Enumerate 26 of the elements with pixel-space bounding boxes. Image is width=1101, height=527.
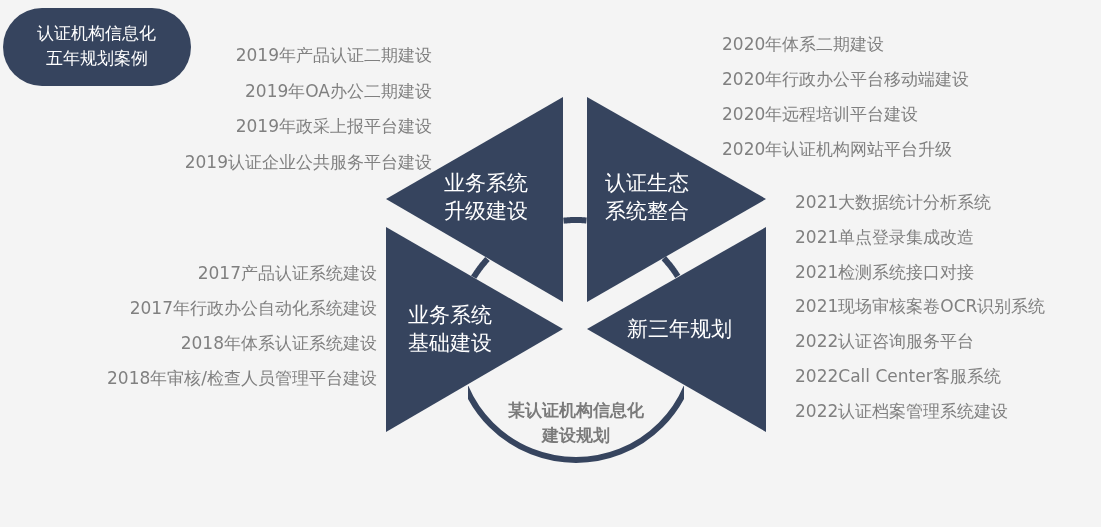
plan-item: 2018年体系认证系统建设: [180, 332, 377, 354]
title-text: 认证机构信息化五年规划案例: [37, 22, 156, 70]
triangle-segment: [587, 97, 766, 302]
circle-arc: [468, 386, 684, 466]
plan-item: 2022认证咨询服务平台: [795, 330, 975, 353]
plan-item: 2019认证企业公共服务平台建设: [184, 150, 432, 173]
plan-item: 2019年OA办公二期建设: [245, 79, 432, 102]
plan-item: 2020年体系二期建设: [722, 33, 885, 55]
segment-label: 认证生态系统整合: [605, 170, 689, 225]
plan-item: 2021现场审核案卷OCR识别系统: [795, 295, 1046, 318]
plan-item: 2021大数据统计分析系统: [795, 191, 992, 213]
plan-item: 2020年远程培训平台建设: [722, 103, 919, 125]
plan-item: 2021单点登录集成改造: [795, 225, 975, 248]
segment-label: 新三年规划: [627, 316, 732, 343]
center-title: 某认证机构信息化建设规划: [507, 399, 645, 447]
plan-item: 2017年行政办公自动化系统建设: [129, 297, 377, 319]
plan-item: 2020年认证机构网站平台升级: [722, 138, 953, 160]
plan-item: 2022认证档案管理系统建设: [795, 399, 1009, 422]
plan-item: 2021检测系统接口对接: [795, 260, 975, 283]
plan-item: 2019年政采上报平台建设: [235, 115, 432, 137]
plan-item: 2022Call Center客服系统: [795, 365, 1001, 387]
plan-item: 2017产品认证系统建设: [197, 262, 377, 284]
plan-item: 2020年行政办公平台移动端建设: [722, 68, 970, 90]
plan-item: 2019年产品认证二期建设: [235, 44, 432, 66]
segment-label: 业务系统基础建设: [408, 302, 492, 357]
segment-label: 业务系统升级建设: [444, 170, 528, 225]
